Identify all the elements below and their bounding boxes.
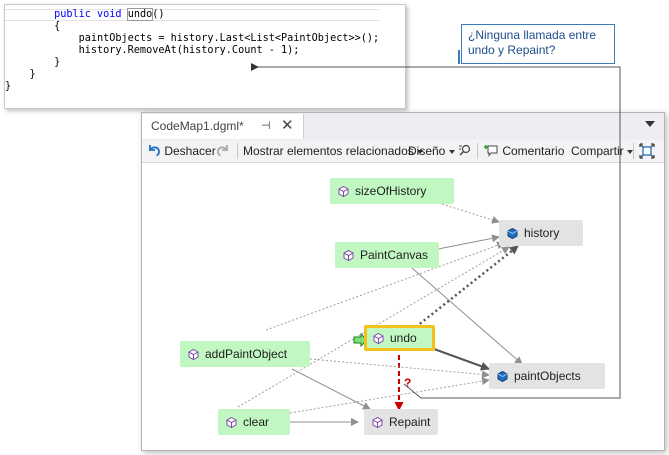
pin-icon[interactable]: ⊣ <box>261 120 271 132</box>
callout-stem <box>458 50 460 64</box>
node-repaint[interactable]: Repaint <box>364 409 438 435</box>
node-label: sizeOfHistory <box>355 184 427 198</box>
toolbar-separator <box>237 143 238 159</box>
layout-label: Diseño <box>408 144 446 158</box>
toolbar-separator <box>633 143 634 159</box>
method-icon <box>188 349 199 360</box>
node-label: history <box>524 226 560 240</box>
comment-button[interactable]: Comentario <box>483 143 564 159</box>
method-icon <box>338 186 349 197</box>
find-button[interactable] <box>458 143 472 159</box>
node-undo-selected[interactable]: undo <box>364 325 435 351</box>
tab-codemap1[interactable]: CodeMap1.dgml* ⊣ ✕ <box>142 114 304 139</box>
code-line-undo-signature[interactable]: public void undo() <box>5 8 380 21</box>
chevron-down-icon <box>627 149 634 154</box>
close-icon[interactable]: ✕ <box>281 117 294 134</box>
node-label: PaintCanvas <box>360 248 429 262</box>
tab-strip: CodeMap1.dgml* ⊣ ✕ <box>142 113 664 141</box>
share-button[interactable]: Compartir <box>571 143 634 159</box>
toolbar-separator <box>477 143 478 159</box>
node-label: addPaintObject <box>205 347 288 361</box>
link-addpaintobject-repaint <box>291 368 371 410</box>
code-line[interactable]: { <box>5 21 61 32</box>
method-icon <box>372 417 383 428</box>
tab-title: CodeMap1.dgml* <box>151 119 244 133</box>
code-editor-panel[interactable]: public void undo() { paintObjects = hist… <box>4 4 406 109</box>
node-label: undo <box>390 331 417 345</box>
link-sizeofhistory-history <box>441 203 500 224</box>
comment-icon <box>484 145 498 157</box>
tab-list-dropdown-icon[interactable] <box>645 121 655 127</box>
zoom-to-fit-button[interactable] <box>639 143 655 159</box>
zoom-to-fit-icon <box>639 143 655 159</box>
node-history[interactable]: history <box>499 220 583 246</box>
link-undo-paintobjects <box>433 348 490 371</box>
node-label: paintObjects <box>514 369 581 383</box>
callout-text-line1: ¿Ninguna llamada entre <box>468 28 597 42</box>
find-icon <box>459 144 471 156</box>
redo-button[interactable] <box>216 143 230 159</box>
method-icon <box>343 250 354 261</box>
code-line[interactable]: } <box>5 81 12 92</box>
show-related-label: Mostrar elementos relacionados <box>243 144 414 158</box>
node-paintcanvas[interactable]: PaintCanvas <box>335 242 439 268</box>
code-line[interactable]: history.RemoveAt(history.Count - 1); <box>5 45 300 56</box>
field-icon <box>497 371 508 382</box>
dependency-links: ? <box>237 203 621 426</box>
node-paintobjects[interactable]: paintObjects <box>489 363 605 389</box>
undo-method-name[interactable]: undo <box>126 8 154 21</box>
redo-icon <box>217 145 228 157</box>
callout-text-line2: undo y Repaint? <box>468 43 556 57</box>
code-map-window: CodeMap1.dgml* ⊣ ✕ Deshacer Mostrar elem… <box>141 112 665 451</box>
undo-label: Deshacer <box>164 144 216 158</box>
code-line[interactable]: } <box>5 69 36 80</box>
code-line[interactable]: paintObjects = history.Last<List<PaintOb… <box>5 33 380 44</box>
missing-link-question-mark: ? <box>404 376 411 390</box>
chevron-down-icon <box>448 149 455 154</box>
callout-note: ¿Ninguna llamada entre undo y Repaint? <box>461 24 615 64</box>
share-label: Compartir <box>571 144 624 158</box>
field-icon <box>507 228 518 239</box>
show-related-button[interactable]: Mostrar elementos relacionados <box>243 143 424 159</box>
node-addpaintobject[interactable]: addPaintObject <box>180 341 310 367</box>
code-map-canvas[interactable]: ? sizeOfHistory history PaintCanvas undo… <box>142 163 664 450</box>
comment-label: Comentario <box>502 144 565 158</box>
layout-button[interactable]: Diseño <box>408 143 455 159</box>
method-icon <box>373 333 384 344</box>
undo-icon <box>149 145 160 157</box>
undo-button[interactable]: Deshacer <box>147 143 216 159</box>
toolbar: Deshacer Mostrar elementos relacionados … <box>142 140 664 163</box>
method-icon <box>226 417 237 428</box>
node-label: Repaint <box>389 415 431 429</box>
node-sizeofhistory[interactable]: sizeOfHistory <box>330 178 454 204</box>
node-label: clear <box>243 415 270 429</box>
code-line[interactable]: } <box>5 57 61 68</box>
node-clear[interactable]: clear <box>218 409 290 435</box>
